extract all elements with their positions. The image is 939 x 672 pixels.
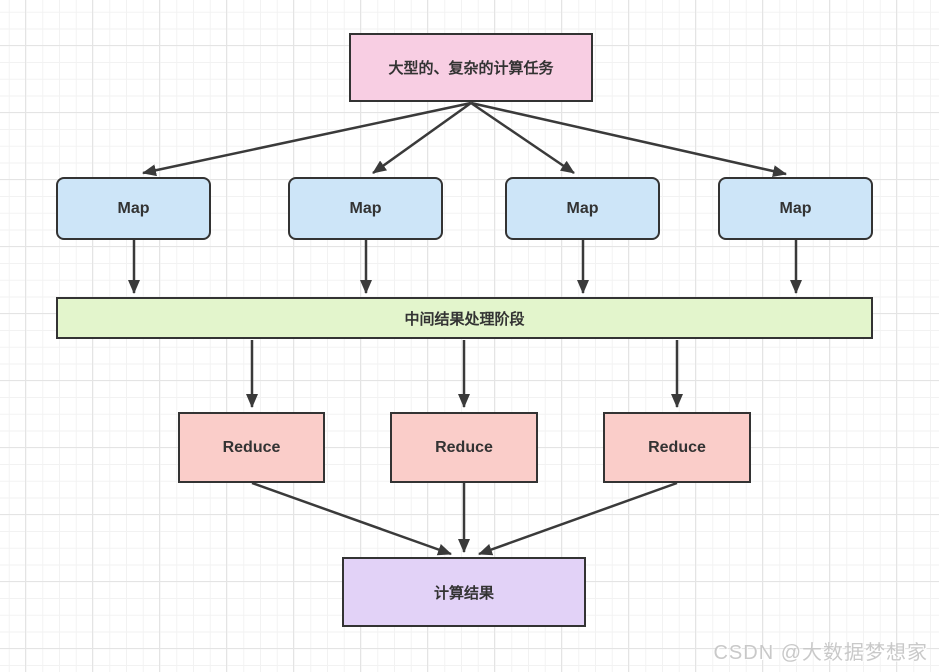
node-reduce-3: Reduce	[603, 412, 751, 483]
node-reduce-2: Reduce	[390, 412, 538, 483]
arrow-task-to-map-2	[372, 101, 472, 175]
arrow-reduce-3-to-result	[478, 481, 678, 556]
node-map-4: Map	[718, 177, 873, 240]
arrow-reduce-1-to-result	[251, 481, 452, 556]
node-reduce-1: Reduce	[178, 412, 325, 483]
node-map-2: Map	[288, 177, 443, 240]
node-map-3: Map	[505, 177, 660, 240]
node-intermediate-stage: 中间结果处理阶段	[56, 297, 873, 339]
watermark: CSDN @大数据梦想家	[713, 642, 928, 664]
arrow-task-to-map-1	[142, 101, 472, 177]
node-map-1: Map	[56, 177, 211, 240]
arrow-task-to-map-4	[470, 101, 787, 177]
arrow-task-to-map-3	[470, 101, 575, 175]
node-task: 大型的、复杂的计算任务	[349, 33, 593, 102]
node-result: 计算结果	[342, 557, 586, 627]
